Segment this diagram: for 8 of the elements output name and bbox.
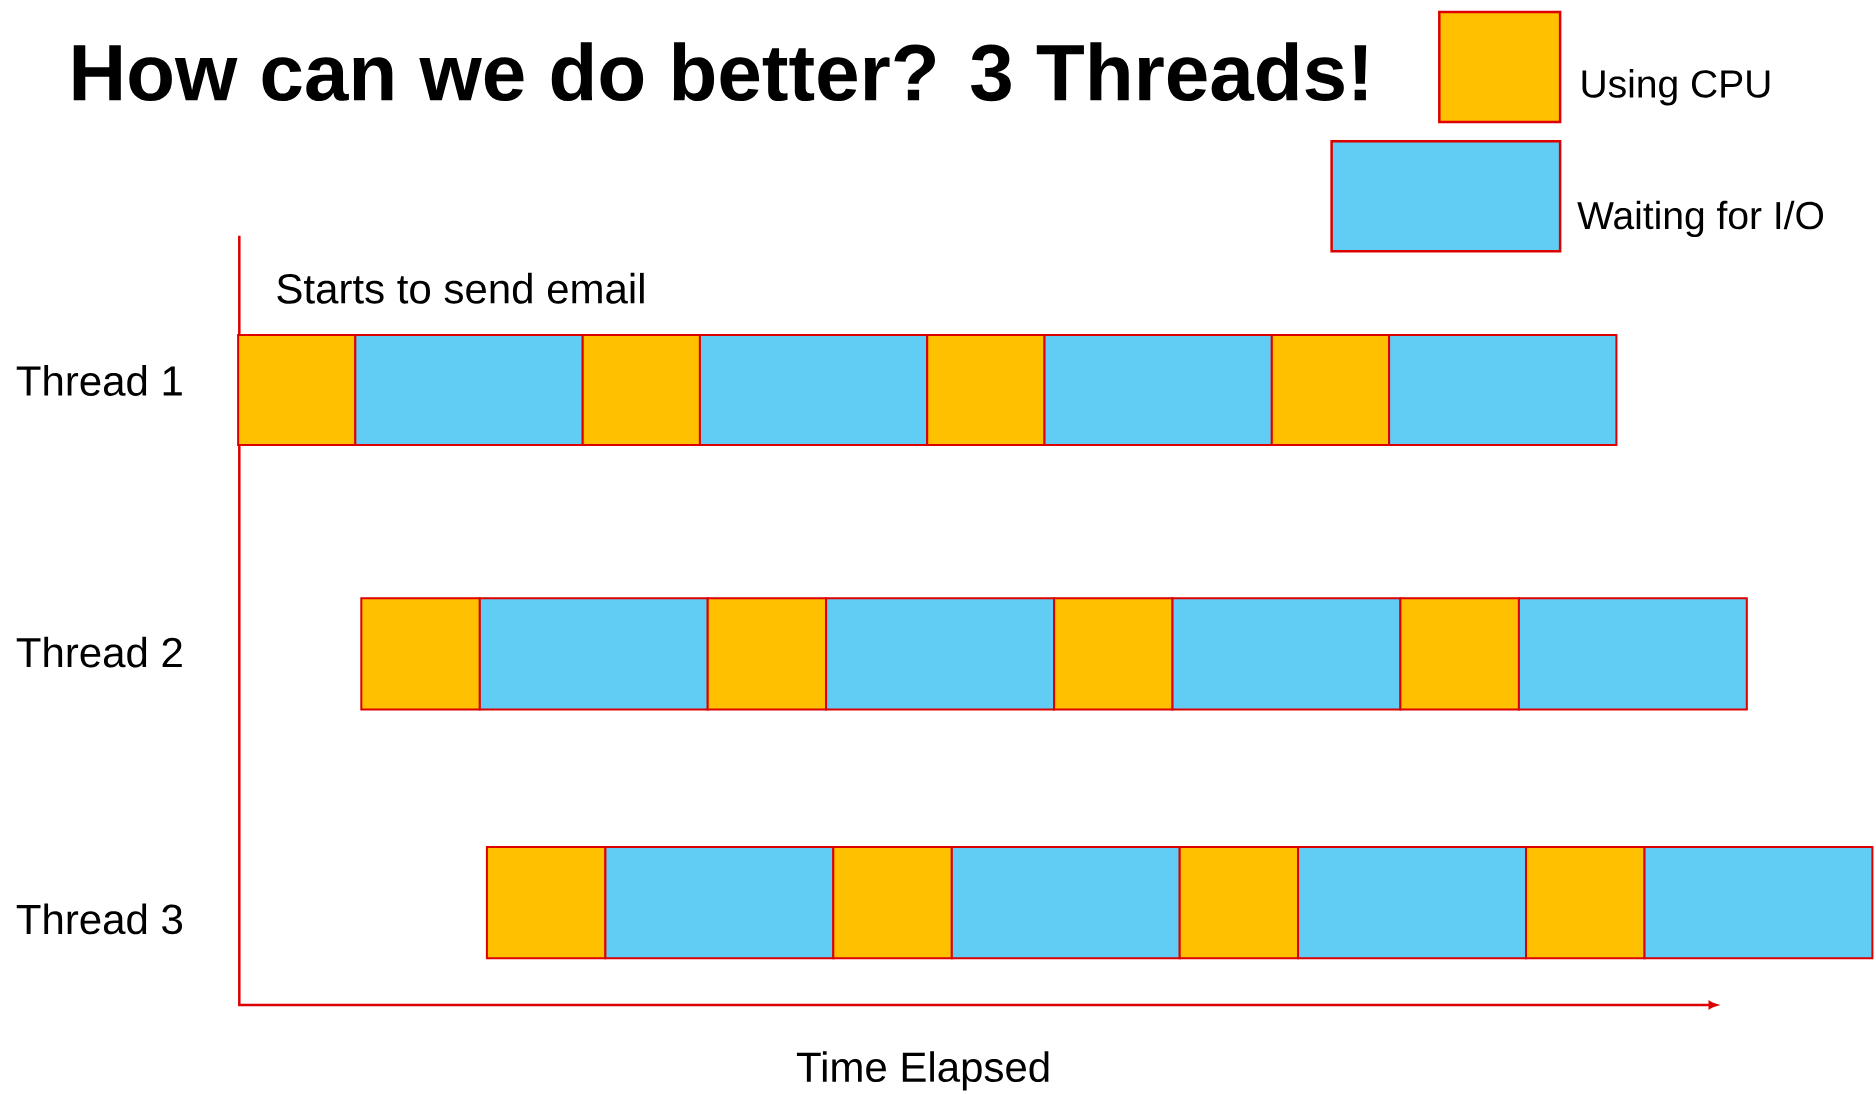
legend-text: Waiting for I/O (1577, 200, 1823, 238)
legend-text: Using CPU (1582, 69, 1770, 106)
thread-label: Thread 1 (16, 365, 182, 396)
title: How can we do better? 3 Threads! (73, 42, 1367, 102)
axis-label: Time Elapsed (796, 1051, 1049, 1091)
annotation: Starts to send email (277, 272, 644, 304)
thread-label: Thread 3 (16, 903, 182, 935)
thread-label: Thread 2 (16, 636, 182, 668)
